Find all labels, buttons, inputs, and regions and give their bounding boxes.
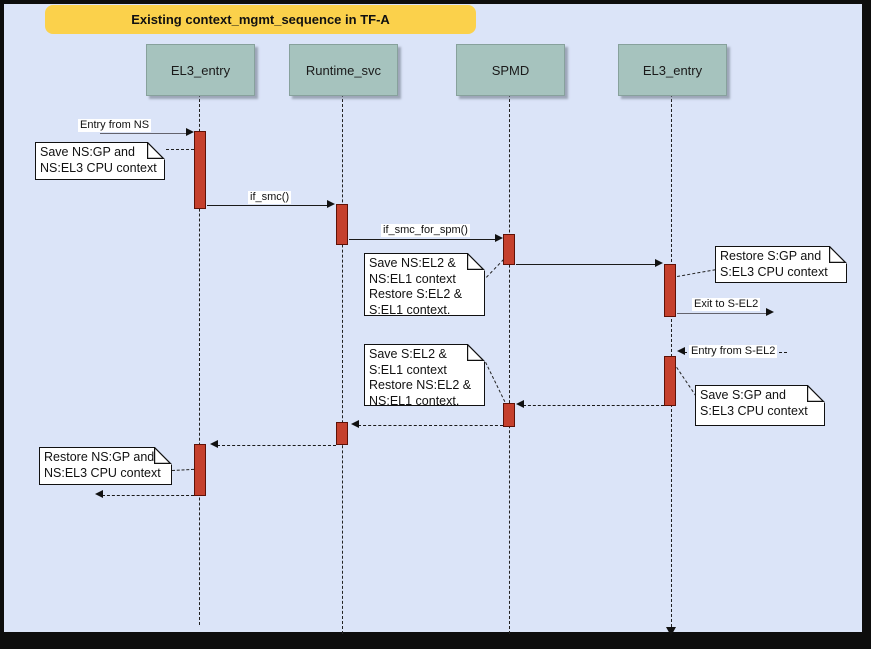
return-line-el3-exit	[102, 495, 194, 496]
arrowhead-icon	[655, 259, 663, 267]
note-text: Save NS:GP and NS:EL3 CPU context	[40, 145, 157, 175]
arrowhead-icon	[351, 420, 359, 428]
activation-bar-spmd-2	[503, 403, 515, 427]
message-line-if-smc-for-spm	[349, 239, 496, 240]
message-line-entry-from-ns	[100, 133, 187, 134]
note-restore-ns-gp: Restore NS:GP and NS:EL3 CPU context	[39, 446, 173, 485]
arrowhead-icon	[495, 234, 503, 242]
activation-bar-el3-right-2	[664, 356, 676, 406]
note-connector	[161, 149, 194, 150]
activation-bar-runtime-1	[336, 204, 348, 245]
message-line-if-smc	[207, 205, 328, 206]
lifeline-runtime-svc	[342, 94, 343, 634]
lifeline-header-el3-entry-right: EL3_entry	[618, 44, 727, 96]
note-fold-icon	[154, 446, 173, 465]
note-fold-icon	[807, 384, 826, 403]
return-line-spmd-to-runtime	[358, 425, 503, 426]
arrowhead-icon	[95, 490, 103, 498]
message-line-exit-to-sel2	[677, 313, 767, 314]
arrowhead-icon	[766, 308, 774, 316]
activation-bar-el3-left-1	[194, 131, 206, 209]
note-fold-icon	[467, 343, 486, 362]
note-text: Save NS:EL2 & NS:EL1 context Restore S:E…	[369, 256, 463, 317]
note-save-s-el2: Save S:EL2 & S:EL1 context Restore NS:EL…	[364, 343, 486, 408]
activation-bar-el3-left-2	[194, 444, 206, 496]
arrowhead-icon	[327, 200, 335, 208]
message-label-if-smc-for-spm: if_smc_for_spm()	[381, 224, 470, 237]
note-text: Save S:GP and S:EL3 CPU context	[700, 388, 808, 418]
activation-bar-spmd-1	[503, 234, 515, 265]
arrowhead-icon	[516, 400, 524, 408]
lifeline-label: Runtime_svc	[305, 62, 382, 78]
diagram-canvas	[4, 4, 862, 632]
lifeline-label: SPMD	[491, 62, 530, 78]
message-label-exit-to-sel2: Exit to S-EL2	[692, 298, 761, 311]
note-fold-icon	[829, 245, 848, 264]
arrowhead-icon	[210, 440, 218, 448]
arrowhead-icon	[677, 347, 685, 355]
note-text: Restore NS:GP and NS:EL3 CPU context	[44, 450, 161, 480]
lifeline-header-spmd: SPMD	[456, 44, 565, 96]
arrowhead-icon	[186, 128, 194, 136]
lifeline-header-el3-entry-left: EL3_entry	[146, 44, 255, 96]
note-fold-icon	[467, 252, 486, 271]
message-label-entry-from-sel2: Entry from S-EL2	[689, 345, 778, 358]
activation-bar-el3-right-1	[664, 264, 676, 317]
note-fold-icon	[147, 141, 166, 160]
diagram-title: Existing context_mgmt_sequence in TF-A	[45, 5, 476, 34]
activation-bar-runtime-2	[336, 422, 348, 445]
note-save-ns-gp: Save NS:GP and NS:EL3 CPU context	[35, 141, 166, 180]
message-label-entry-from-ns: Entry from NS	[78, 119, 152, 132]
message-line-spmd-to-el3	[516, 264, 656, 265]
return-line-el3-to-spmd	[523, 405, 664, 406]
message-label-if-smc: if_smc()	[248, 191, 292, 204]
note-restore-s-gp: Restore S:GP and S:EL3 CPU context	[715, 245, 848, 283]
return-line-runtime-to-el3	[217, 445, 336, 446]
lifeline-spmd	[509, 94, 510, 634]
lifeline-header-runtime-svc: Runtime_svc	[289, 44, 398, 96]
lifeline-label: EL3_entry	[170, 62, 231, 78]
lifeline-end-arrow-icon	[666, 627, 676, 636]
lifeline-label: EL3_entry	[642, 62, 703, 78]
lifeline-el3-entry-left	[199, 94, 200, 625]
note-save-ns-el2: Save NS:EL2 & NS:EL1 context Restore S:E…	[364, 252, 486, 317]
note-save-s-gp: Save S:GP and S:EL3 CPU context	[695, 384, 826, 426]
note-text: Restore S:GP and S:EL3 CPU context	[720, 249, 828, 279]
note-text: Save S:EL2 & S:EL1 context Restore NS:EL…	[369, 347, 472, 408]
